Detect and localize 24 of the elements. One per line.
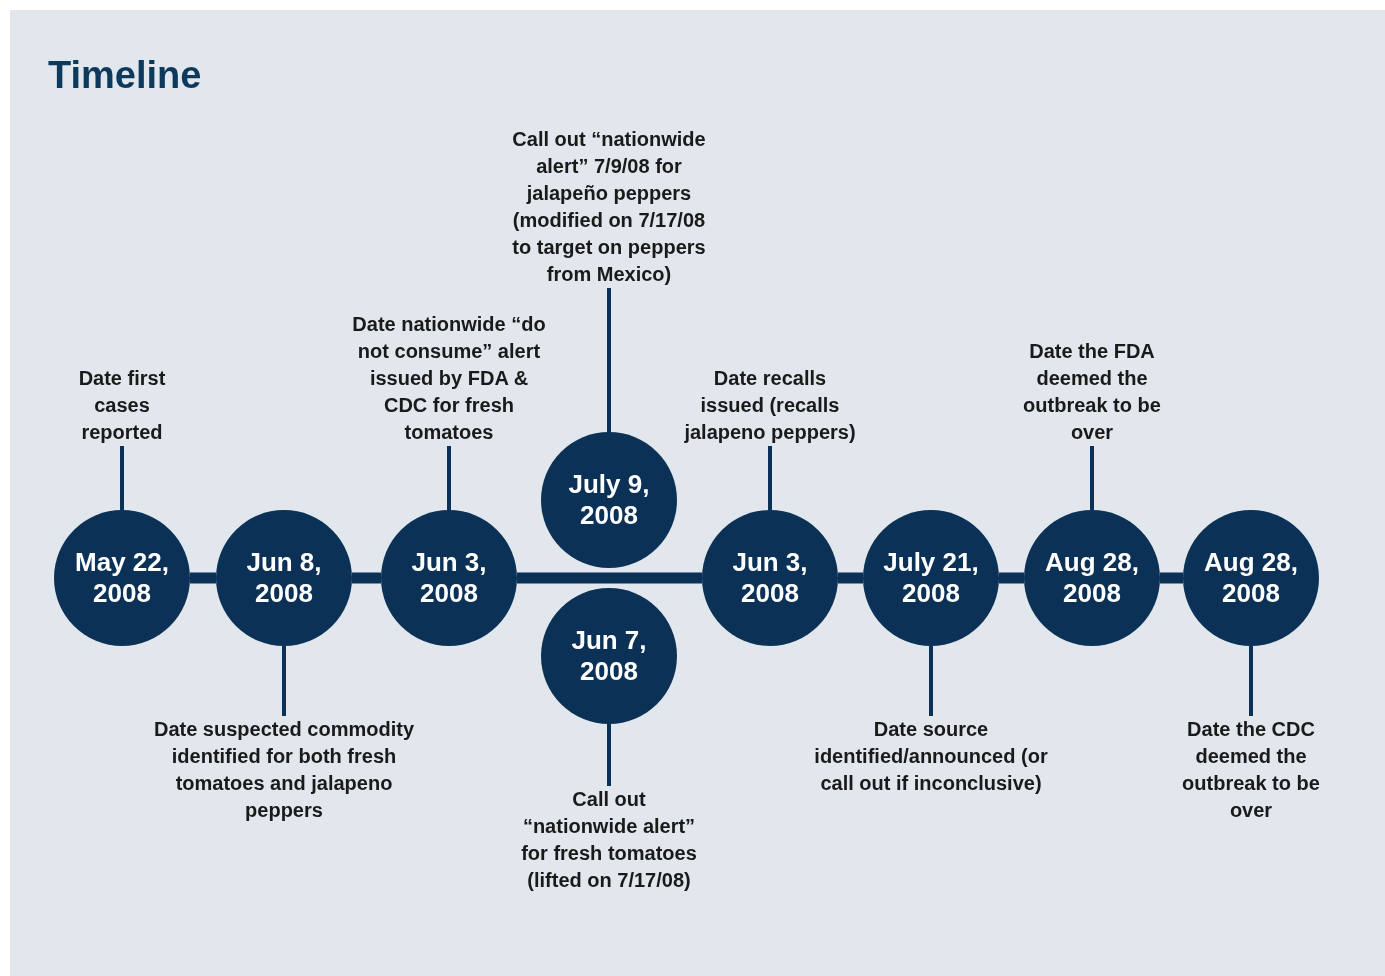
timeline-line (517, 572, 702, 584)
event-description: Date the CDC deemed the outbreak to be over (1171, 716, 1331, 824)
event-description: Call out “nationwide alert” for fresh tomatoes (lifted on 7/17/08) (514, 786, 704, 894)
leader-line (929, 646, 933, 716)
timeline-line (352, 572, 381, 584)
event-description: Date first cases reported (57, 365, 187, 446)
leader-line (768, 446, 772, 510)
timeline-line (838, 572, 863, 584)
event-description: Date suspected commodity identified for both fresh tomatoes and jalapeno peppers (144, 716, 424, 824)
leader-line (1090, 446, 1094, 510)
leader-line (607, 288, 611, 432)
leader-line (447, 446, 451, 510)
leader-line (282, 646, 286, 716)
event-description: Date the FDA deemed the outbreak to be over (1012, 338, 1172, 446)
leader-line (120, 446, 124, 510)
event-description: Date source identified/announced (or call out if inconclusive) (811, 716, 1051, 797)
event-description: Call out “nationwide alert” 7/9/08 for jalapeño peppers (modified on 7/17/08 to target on peppers from Mexico) (509, 126, 709, 288)
timeline-line (1160, 572, 1183, 584)
event-description: Date recalls issued (recalls jalapeno peppers) (680, 365, 860, 446)
title: Timeline (48, 54, 202, 97)
timeline-line (999, 572, 1024, 584)
leader-line (1249, 646, 1253, 716)
leader-line (607, 724, 611, 786)
timeline-line (190, 572, 216, 584)
